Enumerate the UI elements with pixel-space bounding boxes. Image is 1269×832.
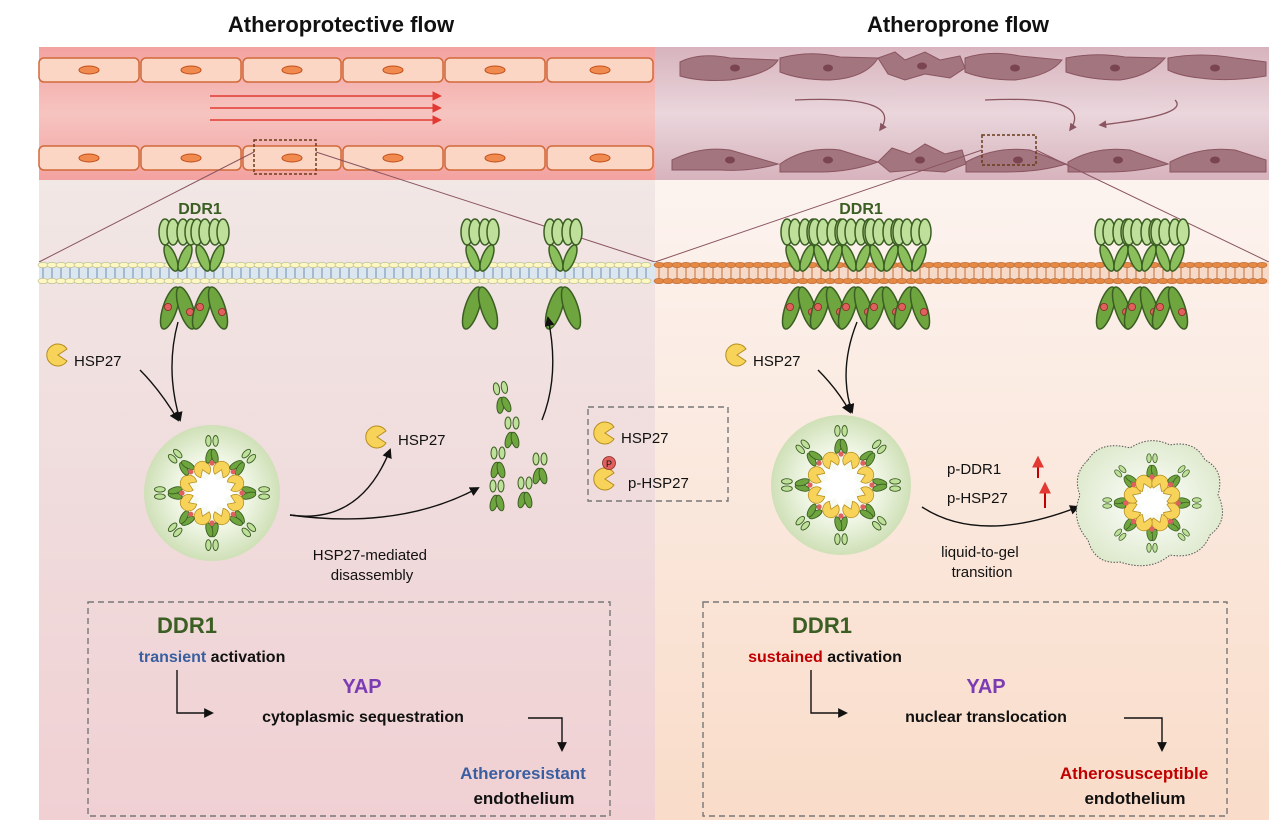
left-summary-box: DDR1 transient activation YAP cytoplasmi…	[87, 601, 611, 817]
ddr1-label-left: DDR1	[178, 201, 222, 218]
zoom-lines	[38, 149, 1269, 263]
ddr1-label-right: DDR1	[839, 201, 883, 218]
disturbed-vessel	[655, 47, 1269, 180]
svg-text:P: P	[606, 459, 612, 469]
pddr1-label: p-DDR1	[947, 461, 1001, 478]
condensate-droplet-right	[771, 415, 911, 555]
hsp27-label-left: HSP27	[74, 353, 122, 370]
legend-phsp27-label: p-HSP27	[628, 475, 689, 492]
gel-condensate	[1075, 440, 1223, 567]
right-outcome-2: endothelium	[1084, 789, 1185, 808]
legend-box: HSP27 P p-HSP27	[587, 406, 729, 502]
left-yap: YAP	[342, 676, 381, 698]
transition-label: liquid-to-gel transition	[941, 544, 1023, 581]
left-outcome-1: Atheroresistant	[460, 764, 586, 783]
phospho-icon	[602, 456, 616, 470]
left-process: cytoplasmic sequestration	[262, 709, 464, 726]
left-outcome-2: endothelium	[473, 789, 574, 808]
left-title: Atheroprotective flow	[228, 12, 455, 37]
laminar-vessel	[38, 47, 655, 180]
right-ddr1: DDR1	[792, 613, 852, 638]
right-summary-box: DDR1 sustained activation YAP nuclear tr…	[702, 601, 1228, 817]
hsp27-label-released: HSP27	[398, 432, 446, 449]
left-activation: transient activation	[139, 649, 286, 666]
legend-hsp27-label: HSP27	[621, 430, 669, 447]
left-ddr1: DDR1	[157, 613, 217, 638]
left-membrane	[37, 262, 655, 284]
right-activation: sustained activation	[748, 649, 902, 666]
right-process: nuclear translocation	[905, 709, 1067, 726]
right-outcome-1: Atherosusceptible	[1060, 764, 1208, 783]
right-title: Atheroprone flow	[867, 12, 1050, 37]
disassembly-label: HSP27-mediated disassembly	[313, 547, 431, 584]
condensate-droplet-left	[144, 425, 280, 561]
hsp27-label-right: HSP27	[753, 353, 801, 370]
phsp27-label: p-HSP27	[947, 490, 1008, 507]
right-yap: YAP	[966, 676, 1005, 698]
